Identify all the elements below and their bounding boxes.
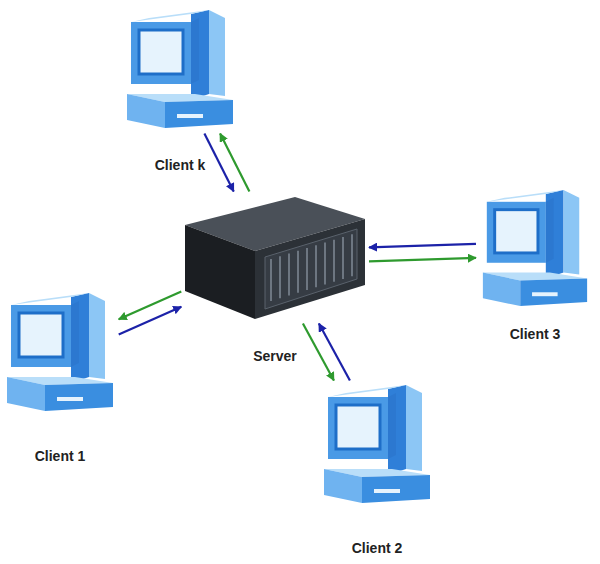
request-arrow [369,244,476,248]
response-arrow [369,258,476,262]
computer-icon [480,190,590,308]
client-node: Client 1 [5,292,115,464]
response-arrow [303,324,334,381]
client-node: Client k [125,10,235,173]
client-node: Client 2 [322,384,432,556]
server-label: Server [185,348,365,364]
computer-icon [322,384,432,506]
client-label: Client k [125,157,235,173]
request-arrow [319,324,350,381]
request-arrow [204,134,233,192]
client-label: Client 3 [480,326,590,342]
server-node: Server [185,195,365,364]
request-arrow [119,307,182,335]
response-arrow [119,291,182,319]
client-node: Client 3 [480,190,590,342]
computer-icon [125,10,235,130]
client-label: Client 1 [5,448,115,464]
computer-icon [5,292,115,414]
client-label: Client 2 [322,540,432,556]
server-icon [185,195,365,320]
response-arrow [220,134,249,192]
